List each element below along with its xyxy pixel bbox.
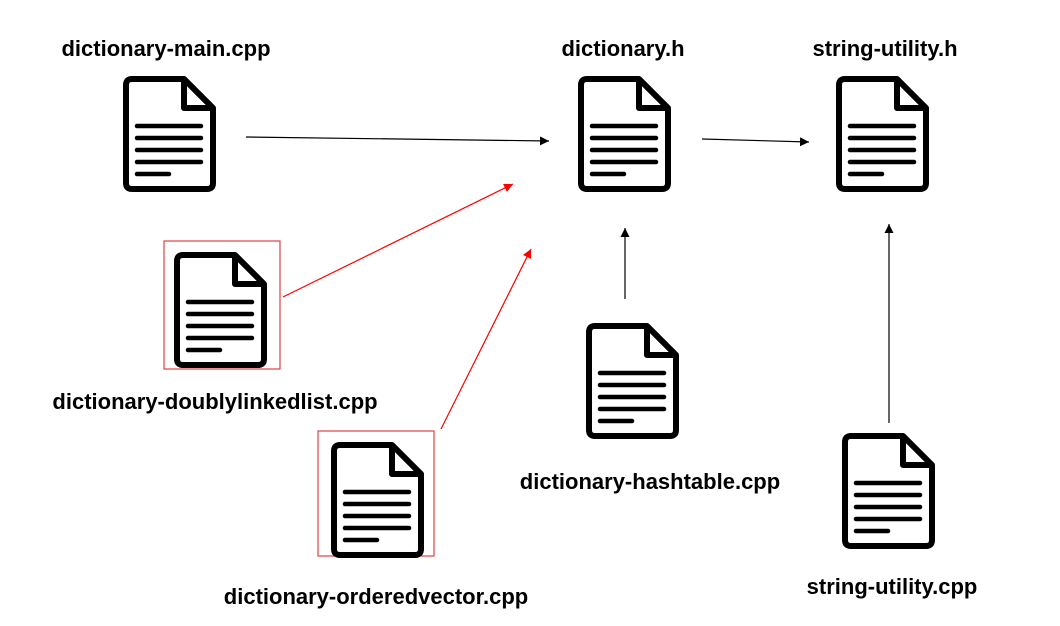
highlight-box bbox=[163, 240, 281, 370]
edge-dictionary-h-to-string-utility-h bbox=[701, 137, 810, 147]
file-node-string-utility-h: string-utility.h bbox=[812, 36, 958, 192]
edge-doublylinkedlist-to-dictionary-h bbox=[282, 183, 514, 298]
nodes-layer: dictionary-main.cpp dictionary.h string-… bbox=[52, 36, 977, 609]
document-icon bbox=[578, 76, 671, 192]
file-node-dictionary-main: dictionary-main.cpp bbox=[61, 36, 271, 192]
file-label-dictionary-h: dictionary.h bbox=[561, 36, 684, 61]
file-label-dictionary-doublylinkedlist: dictionary-doublylinkedlist.cpp bbox=[52, 389, 377, 414]
file-node-dictionary-orderedvector: dictionary-orderedvector.cpp bbox=[224, 430, 528, 609]
edge-main-to-dictionary-h bbox=[245, 136, 550, 146]
file-label-dictionary-orderedvector: dictionary-orderedvector.cpp bbox=[224, 584, 528, 609]
document-icon bbox=[842, 433, 935, 549]
document-icon bbox=[836, 76, 929, 192]
document-icon bbox=[123, 76, 216, 192]
document-icon bbox=[586, 323, 679, 439]
file-label-dictionary-hashtable: dictionary-hashtable.cpp bbox=[520, 469, 780, 494]
file-label-dictionary-main: dictionary-main.cpp bbox=[61, 36, 270, 61]
document-icon bbox=[174, 252, 267, 368]
file-node-string-utility-cpp: string-utility.cpp bbox=[807, 433, 978, 599]
file-label-string-utility-h: string-utility.h bbox=[812, 36, 957, 61]
file-node-dictionary-doublylinkedlist: dictionary-doublylinkedlist.cpp bbox=[52, 240, 378, 414]
file-label-string-utility-cpp: string-utility.cpp bbox=[807, 574, 978, 599]
file-node-dictionary-h: dictionary.h bbox=[561, 36, 685, 192]
document-icon bbox=[331, 442, 424, 558]
edge-orderedvector-to-dictionary-h bbox=[440, 248, 532, 430]
file-node-dictionary-hashtable: dictionary-hashtable.cpp bbox=[520, 323, 780, 494]
edges-layer bbox=[245, 136, 894, 430]
